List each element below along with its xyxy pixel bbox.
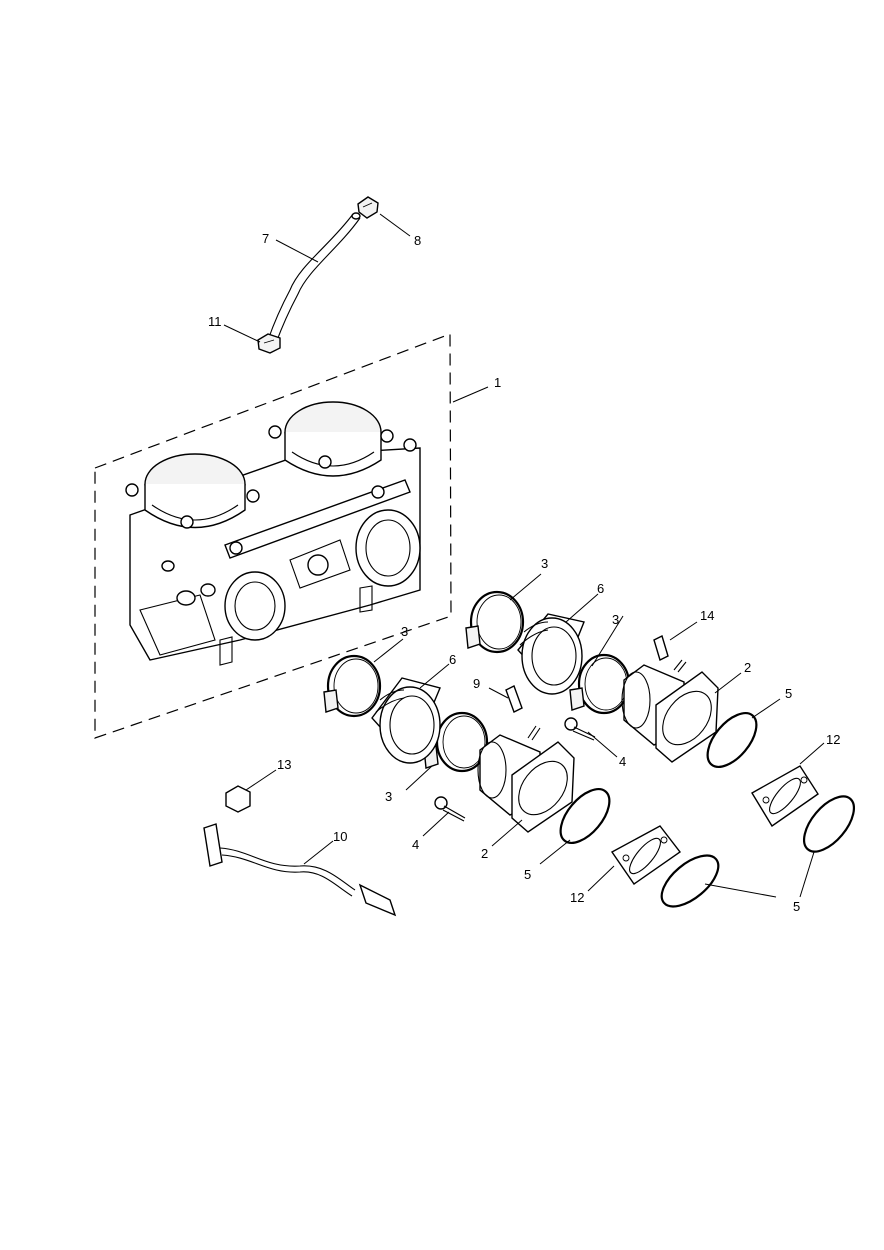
o-ring [803,795,855,853]
callout-12: 12 [826,732,840,747]
hose-clamp [569,653,631,715]
callout-4: 4 [619,754,626,769]
inlet-adaptor [621,659,719,763]
hose-clip-top [357,196,379,219]
callout-8: 8 [414,233,421,248]
callout-3: 3 [401,624,408,639]
cable-clip [225,785,251,813]
hose-clamp [323,654,382,718]
callout-10: 10 [333,829,347,844]
callout-11: 11 [208,314,222,329]
vent-hose [267,212,361,344]
callout-5: 5 [524,867,531,882]
callout-12: 12 [570,890,584,905]
callout-labels: 1 2 2 3 3 3 3 4 4 5 5 5 6 6 7 8 9 10 11 … [208,231,840,914]
hose-clamp [465,590,525,654]
callout-2: 2 [744,660,751,675]
callout-3: 3 [385,789,392,804]
callout-5: 5 [785,686,792,701]
blanking-cap [505,685,523,713]
callout-4: 4 [412,837,419,852]
callout-13: 13 [277,757,291,772]
callout-5: 5 [793,899,800,914]
callout-7: 7 [262,231,269,246]
screw [434,796,466,822]
o-ring [706,712,758,768]
spacer-plate [610,825,682,885]
screw [564,717,596,741]
leader-lines [223,213,825,898]
callout-9: 9 [473,676,480,691]
intake-rubber [517,613,585,695]
callout-3: 3 [541,556,548,571]
o-ring [559,788,611,844]
carburettor-assembly [125,401,421,666]
intake-rubber [371,677,441,764]
spacer-plate [751,765,819,828]
callout-1: 1 [494,375,501,390]
callout-3: 3 [612,612,619,627]
callout-6: 6 [449,652,456,667]
callout-2: 2 [481,846,488,861]
carburettor-assembly-outline [94,333,452,739]
blanking-cap [653,635,669,661]
inlet-adaptor [477,725,575,833]
o-ring [660,854,720,908]
hose-clip-bottom [257,333,281,354]
callout-14: 14 [700,608,714,623]
callout-6: 6 [597,581,604,596]
wiring-harness [203,823,397,917]
